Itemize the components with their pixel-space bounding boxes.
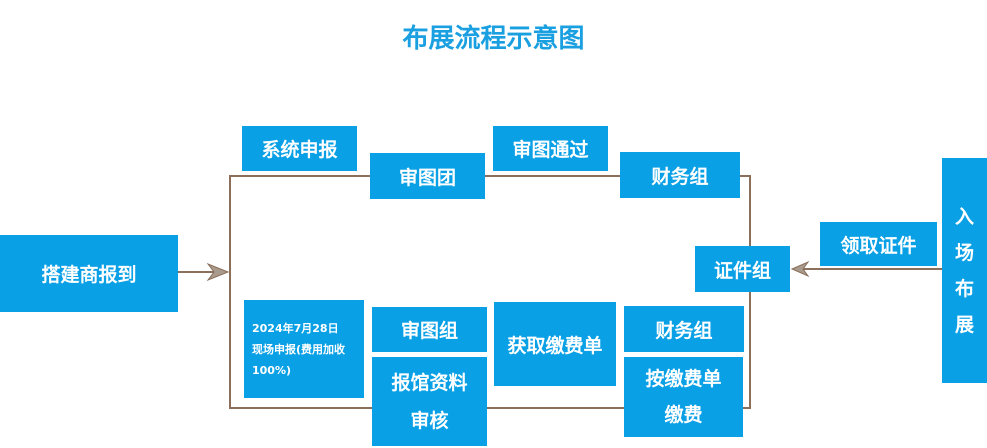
node-finance-bottom: 财务组 — [624, 306, 744, 352]
node-onsite-report: 2024年7月28日 现场申报(费用加收 100%) — [244, 300, 364, 398]
hall-review-line: 审核 — [410, 409, 449, 432]
node-system-report: 系统申报 — [242, 126, 357, 171]
node-exhibitor-report: 搭建商报到 — [0, 235, 178, 312]
node-pay-bill: 按缴费单 缴费 — [624, 357, 743, 437]
node-certificate-group: 证件组 — [695, 246, 790, 292]
arrowhead-icon — [206, 262, 230, 282]
flow-loop — [229, 175, 751, 409]
pay-bill-line: 缴费 — [664, 404, 703, 426]
onsite-report-line: 2024年7月28日 — [252, 322, 339, 335]
arrowhead-icon — [790, 260, 810, 278]
node-review-group: 审图组 — [372, 307, 487, 352]
node-enter-setup-char: 布 — [954, 277, 974, 300]
node-enter-setup-char: 展 — [954, 313, 974, 336]
pay-bill-line: 按缴费单 — [645, 368, 722, 390]
node-review-team: 审图团 — [370, 153, 485, 199]
node-finance-top: 财务组 — [620, 152, 740, 198]
hall-review-line: 报馆资料 — [391, 371, 468, 394]
node-enter-setup: 入 场 布 展 — [942, 158, 987, 383]
page-title: 布展流程示意图 — [402, 24, 585, 54]
node-collect-certificate: 领取证件 — [820, 222, 937, 266]
onsite-report-line: 100%) — [252, 364, 292, 377]
onsite-report-line: 现场申报(费用加收 — [252, 343, 346, 356]
node-review-passed: 审图通过 — [493, 126, 608, 171]
node-get-bill: 获取缴费单 — [494, 302, 616, 386]
node-enter-setup-char: 入 — [954, 205, 974, 228]
node-hall-review: 报馆资料 审核 — [372, 357, 487, 446]
node-enter-setup-char: 场 — [954, 241, 974, 264]
